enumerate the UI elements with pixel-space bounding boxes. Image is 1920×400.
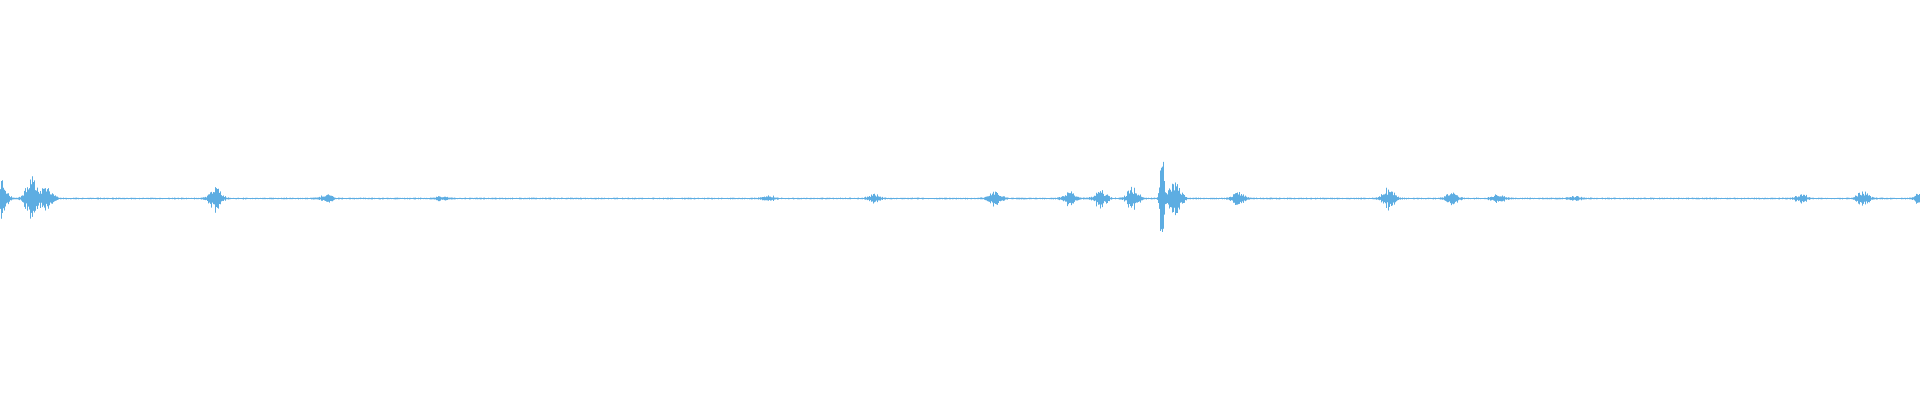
waveform-path [0, 161, 1920, 233]
waveform-samples [0, 161, 1920, 233]
